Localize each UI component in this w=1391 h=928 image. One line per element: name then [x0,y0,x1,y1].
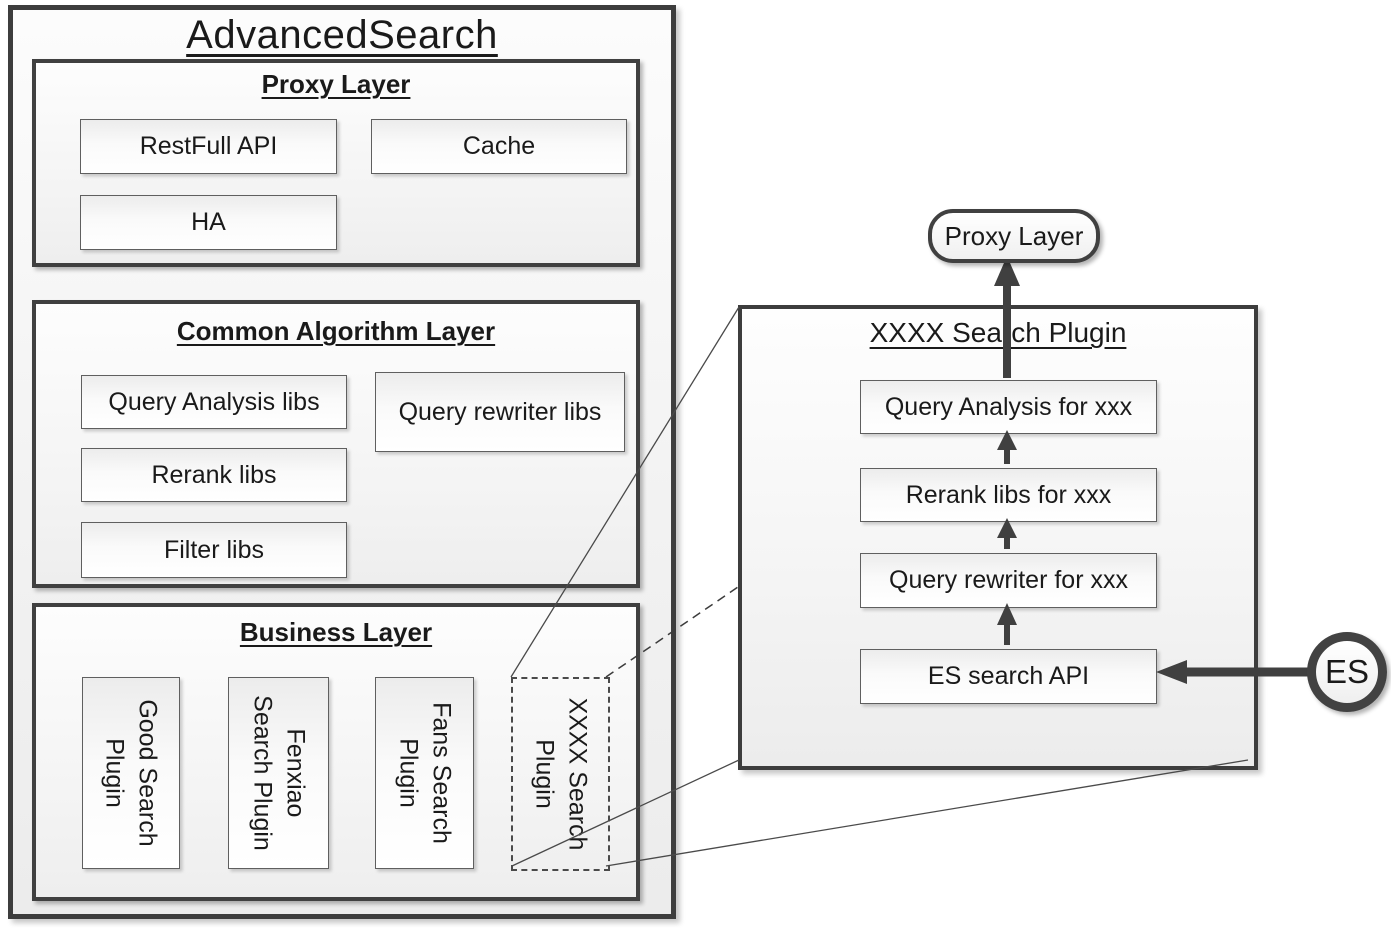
good-search-plugin-label: Good Search Plugin [101,699,162,847]
section-business-layer: Business Layer Good Search Plugin Fenxia… [32,603,640,901]
fans-search-plugin-label: Fans Search Plugin [394,702,456,844]
business-layer-title: Business Layer [239,617,433,647]
section-common-algorithm-layer: Common Algorithm Layer Query Analysis li… [32,300,640,588]
node-good-search-plugin: Good Search Plugin [82,677,180,869]
node-query-analysis-for-xxx: Query Analysis for xxx [860,380,1157,434]
node-filter-libs: Filter libs [81,522,347,578]
zoom-panel-title: XXXX Search Plugin [869,317,1127,348]
node-ha: HA [80,195,337,250]
common-algorithm-layer-title: Common Algorithm Layer [176,316,496,346]
node-fans-search-plugin: Fans Search Plugin [375,677,474,869]
xxxx-plugin-zoom-panel: XXXX Search Plugin Query Analysis for xx… [738,305,1258,770]
proxy-layer-pill: Proxy Layer [928,209,1100,263]
node-query-analysis-libs: Query Analysis libs [81,375,347,429]
node-rerank-libs: Rerank libs [81,448,347,502]
section-proxy-layer: Proxy Layer RestFull API Cache HA [32,59,640,267]
node-query-rewriter-for-xxx: Query rewriter for xxx [860,553,1157,608]
node-fenxiao-search-plugin: Fenxiao Search Plugin [228,677,329,869]
node-query-rewriter-libs: Query rewriter libs [375,372,625,452]
es-node: ES [1307,632,1387,712]
node-cache: Cache [371,119,627,174]
node-rerank-libs-for-xxx: Rerank libs for xxx [860,468,1157,522]
node-es-search-api: ES search API [860,649,1157,704]
diagram-title: AdvancedSearch [186,13,498,57]
proxy-layer-title: Proxy Layer [261,69,411,99]
xxxx-search-plugin-label: XXXX Search Plugin [530,697,592,851]
node-xxxx-search-plugin: XXXX Search Plugin [511,677,610,871]
callout-line-bottom-right [605,759,1249,867]
fenxiao-search-plugin-label: Fenxiao Search Plugin [248,695,310,851]
node-restfull-api: RestFull API [80,119,337,174]
